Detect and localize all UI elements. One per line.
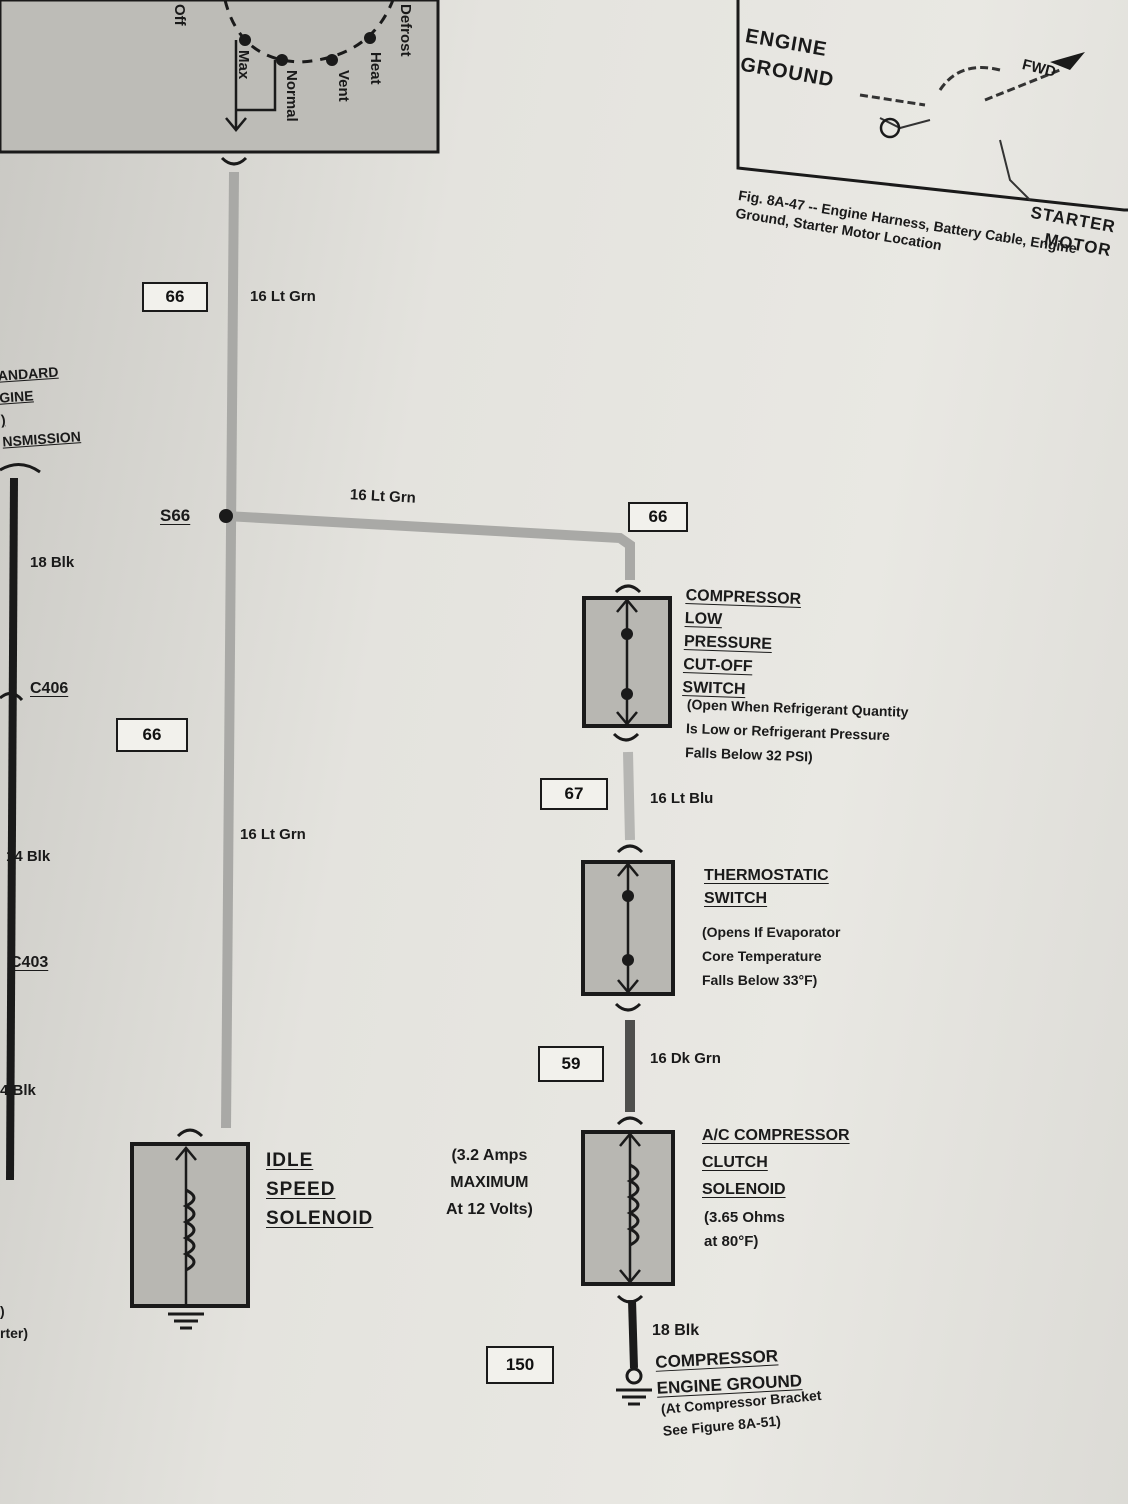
wire-label-branch: 16 Lt Grn (349, 486, 417, 507)
thermo-switch-note: (Opens If Evaporator Core Temperature Fa… (702, 924, 841, 988)
wire-label-top: 16 Lt Grn (250, 288, 316, 305)
fwd-arrow-icon (1050, 52, 1085, 70)
switch-pos-max: Max (235, 50, 252, 80)
idle-solenoid-title: IDLE SPEED SOLENOID (266, 1150, 374, 1229)
left-standard-engine: ANDARD GINE ) NSMISSION (0, 363, 82, 450)
clutch-solenoid-body (581, 1130, 675, 1286)
ground-icon (168, 1312, 204, 1330)
circuit-box-66-mid: 66 (116, 718, 188, 752)
switch-pos-off: Off (171, 4, 188, 26)
coil-icon (182, 1188, 196, 1272)
wire-label-67: 16 Lt Blu (650, 790, 714, 807)
inset-figure-frame (736, 0, 1128, 212)
wire-label-mid: 16 Lt Grn (240, 826, 306, 843)
wire-label-59: 16 Dk Grn (650, 1050, 721, 1067)
wire-label-150: 18 Blk (652, 1322, 700, 1339)
coil-icon (626, 1163, 640, 1247)
pressure-switch-note: (Open When Refrigerant Quantity Is Low o… (684, 696, 909, 765)
ground-icon (616, 1388, 652, 1406)
switch-contact-normal (276, 54, 288, 66)
hvac-switch-box (0, 0, 440, 154)
left-c403: C403 (10, 954, 49, 971)
pressure-switch-title: COMPRESSOR LOW PRESSURE CUT-OFF SWITCH (682, 587, 802, 699)
left-rter: ) rter) (0, 1303, 29, 1341)
circuit-box-67: 67 (540, 778, 608, 810)
circuit-box-66-top: 66 (142, 282, 208, 312)
circuit-box-150: 150 (486, 1346, 554, 1384)
thermo-switch-title: THERMOSTATIC SWITCH (704, 867, 829, 907)
circuit-box-66-branch: 66 (628, 502, 688, 532)
left-wire-18blk: 18 Blk (30, 554, 75, 571)
wire-66-branch (225, 511, 635, 580)
switch-lead (234, 40, 277, 130)
circuit-box-59: 59 (538, 1046, 604, 1082)
wire-67 (623, 751, 635, 841)
switch-pos-vent: Vent (335, 70, 352, 102)
switch-pos-heat: Heat (367, 52, 384, 85)
wire-left-blk (6, 477, 18, 1181)
switch-contact-heat (364, 32, 376, 44)
left-wire-14blk: 14 Blk (6, 848, 51, 865)
switch-pos-normal: Normal (283, 70, 300, 122)
wire-150 (628, 1299, 638, 1369)
connector-top (220, 156, 248, 166)
switch-pos-defrost: Defrost (397, 4, 414, 57)
splice-s66-dot (219, 509, 233, 523)
splice-s66: S66 (160, 506, 191, 525)
idle-solenoid-note: (3.2 Amps MAXIMUM At 12 Volts) (446, 1147, 533, 1218)
left-c406: C406 (30, 680, 69, 697)
switch-contact-max (239, 34, 251, 46)
switch-contact-vent (326, 54, 338, 66)
ground-bolt-icon (879, 117, 901, 139)
clutch-solenoid-note: (3.65 Ohms at 80°F) (704, 1209, 785, 1250)
left-wire-4blk: 4 Blk (0, 1082, 36, 1099)
wire-66-main (221, 171, 239, 1129)
clutch-solenoid-title: A/C COMPRESSOR CLUTCH SOLENOID (702, 1127, 850, 1198)
